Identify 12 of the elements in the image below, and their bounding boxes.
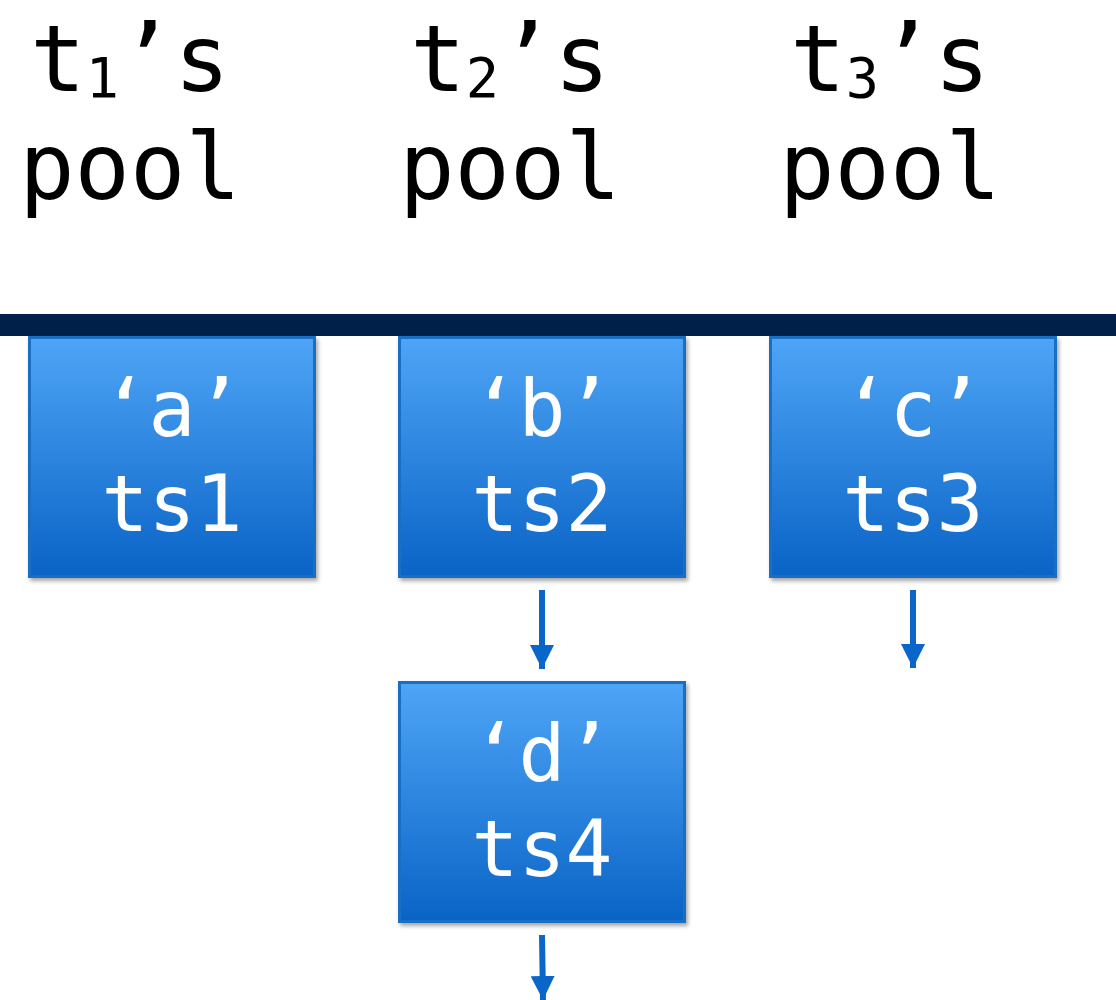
arrow	[530, 934, 555, 1000]
box-label: ‘d’ ts4	[470, 708, 614, 896]
box-label: ‘b’ ts2	[470, 363, 614, 551]
value-box	[398, 336, 686, 578]
arrow	[901, 590, 925, 668]
value-box	[28, 336, 316, 578]
box-label: ‘a’ ts1	[100, 363, 244, 551]
pool-bar	[0, 314, 1116, 336]
box-label: ‘c’ ts3	[841, 363, 985, 551]
value-box	[769, 336, 1057, 578]
value-box	[398, 681, 686, 923]
arrow	[530, 590, 554, 669]
